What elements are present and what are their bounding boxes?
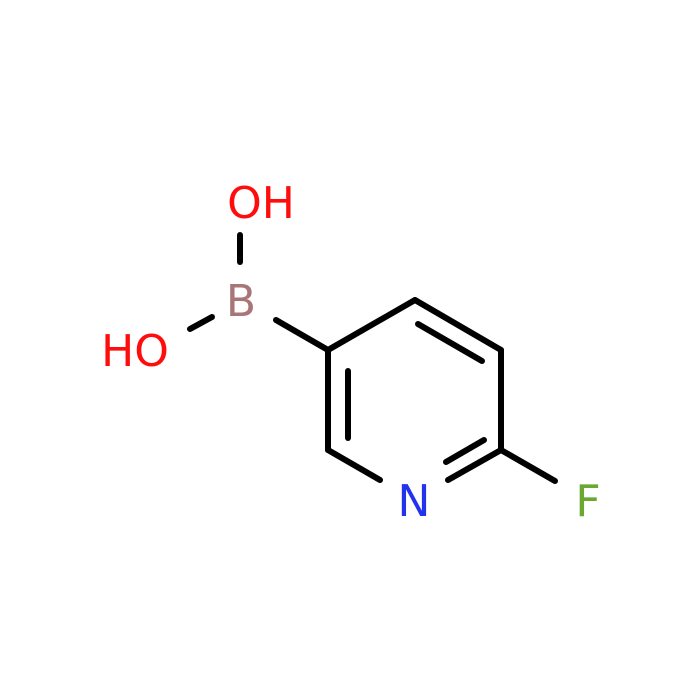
atom-boron: B — [226, 276, 256, 327]
atom-nitrogen: N — [398, 476, 431, 527]
bond-c6-n — [445, 447, 504, 483]
bond-ho-left-b — [187, 314, 215, 332]
bonds — [187, 232, 558, 484]
double-bond-c4-c5 — [415, 321, 485, 364]
bond-c4-c5 — [412, 297, 504, 353]
atom-ho-left: HO — [101, 326, 169, 377]
atom-labels: OH HO B N F — [101, 178, 601, 527]
bond-n-c2 — [325, 447, 383, 483]
atom-fluorine: F — [575, 476, 600, 527]
bond-c6-f — [498, 447, 558, 484]
bond-b-c3 — [273, 317, 331, 353]
double-bond-c6-n — [443, 437, 487, 465]
bond-c3-c4 — [325, 297, 418, 353]
atom-oh-top: OH — [227, 178, 295, 229]
